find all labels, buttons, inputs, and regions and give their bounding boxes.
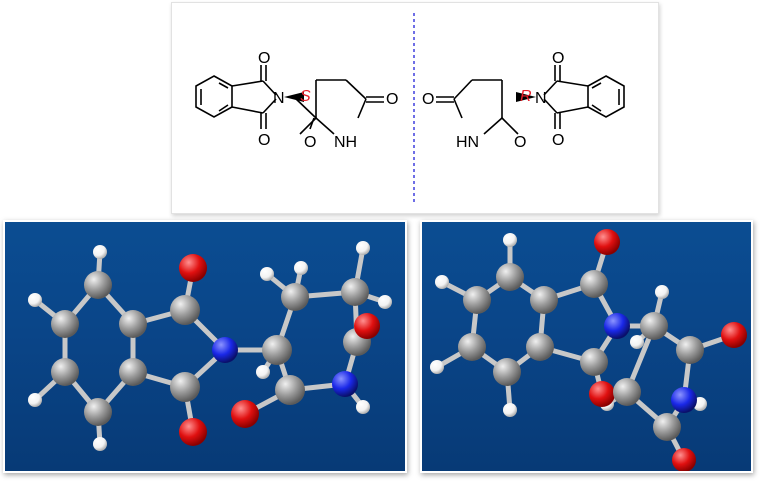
atoms-r xyxy=(430,229,747,471)
r-enantiomer-structure xyxy=(436,65,625,135)
s-model-canvas xyxy=(28,241,392,451)
s-ball-and-stick-model xyxy=(3,220,407,473)
s-enantiomer-structure xyxy=(195,65,384,135)
atom-o-amide-s: O xyxy=(304,134,316,151)
r-model-canvas xyxy=(430,229,747,471)
atom-o-top-r: O xyxy=(552,50,564,67)
atom-n-imide-r: N xyxy=(535,90,547,107)
atom-o-bottom-s: O xyxy=(258,132,270,149)
wedge-bond-r xyxy=(516,92,536,102)
structures-2d: O O N O O NH S xyxy=(195,13,625,203)
stereo-label-s: S xyxy=(300,88,311,105)
atom-hn-r: HN xyxy=(456,134,479,151)
atom-o-bottom-r: O xyxy=(552,132,564,149)
structure-panel: O O N O O NH S xyxy=(171,2,659,214)
r-ball-and-stick-model xyxy=(420,220,753,473)
atom-o-left-r: O xyxy=(422,91,434,108)
atom-n-imide-s: N xyxy=(273,90,285,107)
atom-o-amide-r: O xyxy=(514,134,526,151)
atom-nh-s: NH xyxy=(334,134,357,151)
wedge-bond-s xyxy=(284,92,304,102)
atom-o-right-s: O xyxy=(386,91,398,108)
atom-o-top-s: O xyxy=(258,50,270,67)
benzene-ring-r xyxy=(587,75,625,118)
atoms-s xyxy=(28,241,392,451)
stereo-label-r: R xyxy=(520,88,532,105)
